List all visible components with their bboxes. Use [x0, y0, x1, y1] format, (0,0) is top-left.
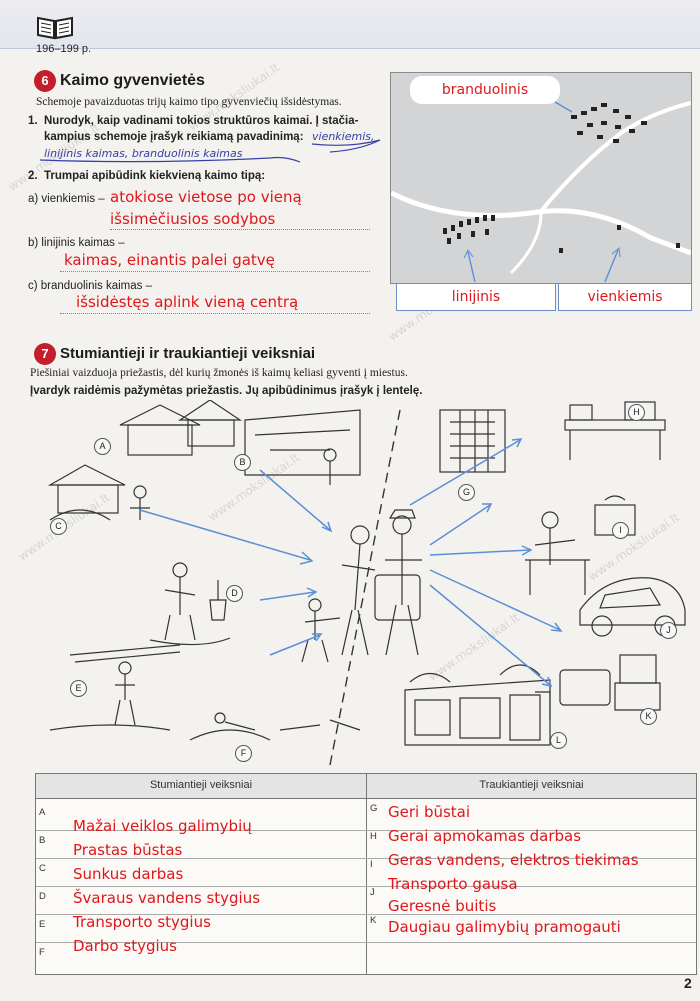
pen-underline — [39, 139, 381, 163]
question-number: 1. — [28, 115, 38, 127]
answer-line — [60, 312, 370, 314]
handwritten-answer: linijinis kaimas, branduolinis kaimas — [44, 147, 243, 160]
figure-letter-h: H — [628, 404, 645, 421]
answer-label-c: c) branduolinis kaimas – — [28, 280, 153, 292]
table-row-letter: F — [39, 947, 45, 958]
push-factor-answer: Darbo stygius — [73, 937, 177, 955]
push-factor-answer: Mažai veiklos galimybių — [73, 817, 252, 835]
push-factor-answer: Švaraus vandens stygius — [73, 889, 261, 907]
figure-letter-d: D — [226, 585, 243, 602]
page-range: 196–199 p. — [36, 43, 92, 55]
answer-line — [110, 228, 370, 230]
table-header-push: Stumiantieji veiksniai — [149, 779, 253, 791]
figure-letter-b: B — [234, 454, 251, 471]
illustration-scene — [47, 400, 686, 766]
figure-letter-k: K — [640, 708, 657, 725]
pull-factor-answer: Geresnė buitis — [388, 897, 497, 915]
task-text: Įvardyk raidėmis pažymėtas priežastis. J… — [30, 385, 423, 397]
pull-factor-answer: Daugiau galimybių pramogauti — [388, 918, 621, 936]
answer-a-line1: atokiose vietose po vieną — [110, 188, 302, 206]
pull-factor-answer: Gerai apmokamas darbas — [388, 827, 582, 845]
table-row-letter: H — [370, 831, 377, 842]
handwritten-answer: vienkiemis, — [312, 130, 375, 143]
table-row-letter: J — [370, 887, 375, 898]
table-row-letter: D — [39, 891, 46, 902]
figure-letter-j: J — [660, 622, 677, 639]
table-row-letter: B — [39, 835, 46, 846]
figure-letter-i: I — [612, 522, 629, 539]
question-number: 2. — [28, 170, 38, 182]
figure-letter-l: L — [550, 732, 567, 749]
figure-letter-f: F — [235, 745, 252, 762]
section-intro: Schemoje pavaizduotas trijų kaimo tipo g… — [36, 96, 342, 108]
section-intro: Piešiniai vaizduoja priežastis, dėl kuri… — [30, 367, 408, 379]
figure-letter-e: E — [70, 680, 87, 697]
answer-line — [60, 270, 370, 272]
map-arrows — [463, 101, 621, 283]
settlement-map — [389, 72, 692, 284]
page-number: 2 — [684, 975, 692, 991]
table-row-letter: K — [370, 915, 377, 926]
table-row-letter: I — [370, 859, 373, 870]
pull-factor-answer: Transporto gausa — [388, 875, 518, 893]
answer-label-b: b) linijinis kaimas – — [28, 237, 125, 249]
table-row-letter: G — [370, 803, 378, 814]
question-text: Nurodyk, kaip vadinami tokios struktūros… — [44, 115, 359, 127]
section-title: Stumiantieji ir traukiantieji veiksniai — [60, 345, 316, 362]
pull-factor-answer: Geras vandens, elektros tiekimas — [388, 851, 639, 869]
push-factor-answer: Transporto stygius — [73, 913, 211, 931]
table-row-letter: E — [39, 919, 46, 930]
answer-c: išsidėstęs aplink vieną centrą — [76, 293, 299, 311]
question-text: Trumpai apibūdink kiekvieną kaimo tipą: — [44, 170, 266, 182]
top-bar — [0, 0, 700, 49]
map-label-isolated: vienkiemis — [558, 283, 692, 311]
pull-factor-answer: Geri būstai — [388, 803, 471, 821]
factors-table: Stumiantieji veiksniai Traukiantieji vei… — [35, 773, 697, 975]
map-label-linear: linijinis — [396, 283, 556, 311]
answer-label-a: a) vienkiemis – — [28, 193, 105, 205]
push-factor-answer: Prastas būstas — [73, 841, 183, 859]
figure-letter-a: A — [94, 438, 111, 455]
table-row-letter: A — [39, 807, 46, 818]
section-number-badge: 6 — [34, 70, 56, 92]
figure-letter-g: G — [458, 484, 475, 501]
map-label-nucleated: branduolinis — [410, 76, 560, 104]
open-book-icon — [36, 14, 74, 40]
question-text: kampius schemoje įrašyk reikiamą pavadin… — [44, 131, 304, 143]
push-factor-answer: Sunkus darbas — [73, 865, 184, 883]
table-header-pull: Traukiantieji veiksniai — [479, 779, 584, 791]
section-title: Kaimo gyvenvietės — [60, 72, 205, 89]
answer-a-line2: išsimėčiusios sodybos — [110, 210, 276, 228]
figure-letter-c: C — [50, 518, 67, 535]
section-number-badge: 7 — [34, 343, 56, 365]
table-row-letter: C — [39, 863, 46, 874]
answer-b: kaimas, einantis palei gatvę — [64, 251, 275, 269]
